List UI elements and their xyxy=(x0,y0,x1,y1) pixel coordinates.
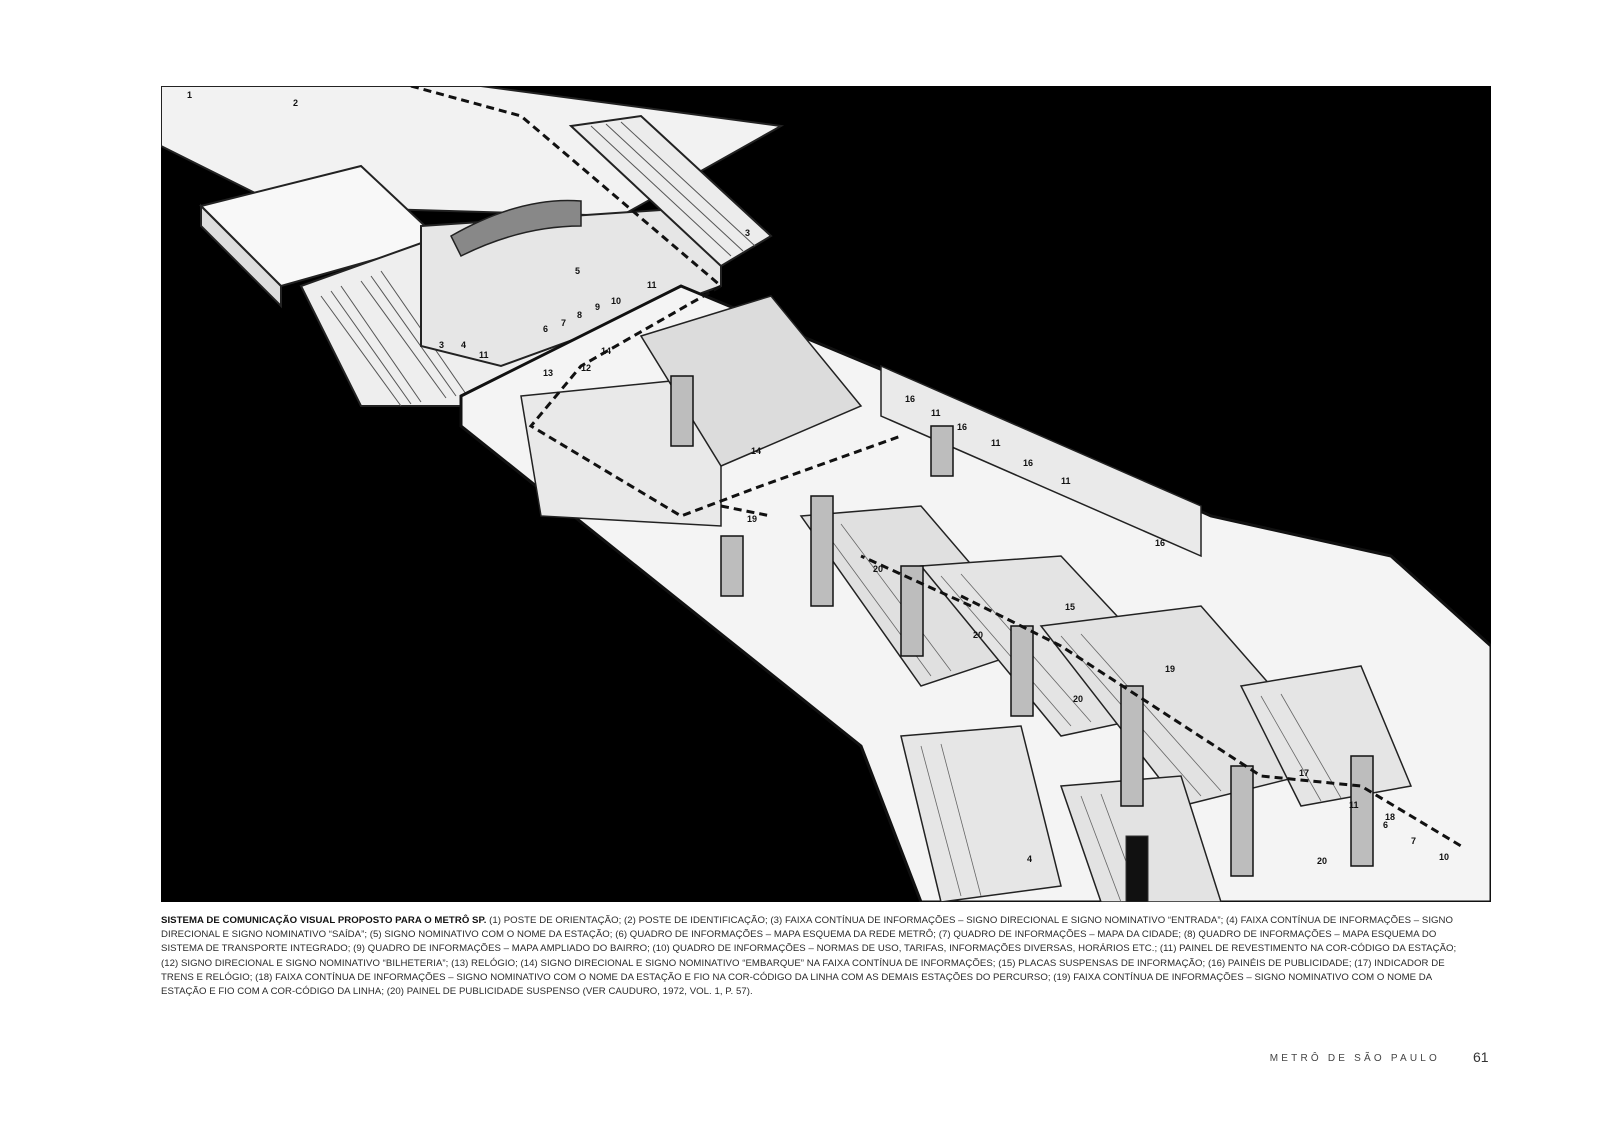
label-16c: 16 xyxy=(1023,458,1033,468)
figure-caption: SISTEMA DE COMUNICAÇÃO VISUAL PROPOSTO P… xyxy=(161,914,1471,999)
label-14a: 14 xyxy=(601,346,611,356)
label-4a: 4 xyxy=(461,340,466,350)
label-20b: 20 xyxy=(973,630,983,640)
running-title: METRÔ DE SÃO PAULO xyxy=(1269,1053,1440,1064)
label-19b: 19 xyxy=(1165,664,1175,674)
label-11e: 11 xyxy=(1061,476,1071,486)
passenger-route xyxy=(410,86,1462,848)
label-3b: 3 xyxy=(439,340,444,350)
label-11f: 11 xyxy=(1349,800,1359,810)
dark-pillar xyxy=(1125,835,1149,902)
label-19a: 19 xyxy=(747,514,757,524)
metro-station-axonometric-figure: 1 2 3 3 4 4 5 6 7 8 9 10 11 11 11 11 11 … xyxy=(161,86,1491,902)
label-4b: 4 xyxy=(1027,854,1032,864)
label-11b: 11 xyxy=(479,350,489,360)
label-10a: 10 xyxy=(611,296,621,306)
label-11d: 11 xyxy=(991,438,1001,448)
label-20d: 20 xyxy=(1317,856,1327,866)
label-1: 1 xyxy=(187,90,192,100)
page-number: 61 xyxy=(1473,1049,1489,1065)
label-16a: 16 xyxy=(905,394,915,404)
label-13: 13 xyxy=(543,368,553,378)
label-11a: 11 xyxy=(647,280,657,290)
canopy-front xyxy=(200,203,282,309)
caption-title: SISTEMA DE COMUNICAÇÃO VISUAL PROPOSTO P… xyxy=(161,915,487,926)
label-7a: 7 xyxy=(561,318,566,328)
label-2: 2 xyxy=(293,98,298,108)
label-3a: 3 xyxy=(745,228,750,238)
label-17: 17 xyxy=(1299,768,1309,778)
label-12: 12 xyxy=(581,363,591,373)
label-8: 8 xyxy=(577,310,582,320)
label-16d: 16 xyxy=(1155,538,1165,548)
station-drawing: 1 2 3 3 4 4 5 6 7 8 9 10 11 11 11 11 11 … xyxy=(161,86,1491,902)
label-5: 5 xyxy=(575,266,580,276)
label-9: 9 xyxy=(595,302,600,312)
label-18: 18 xyxy=(1385,812,1395,822)
arched-roof xyxy=(450,199,582,258)
label-6a: 6 xyxy=(543,324,548,334)
pillars xyxy=(670,375,1374,877)
label-20a: 20 xyxy=(873,564,883,574)
mezzanine-wall-center xyxy=(639,295,863,467)
label-11c: 11 xyxy=(931,408,941,418)
label-10b: 10 xyxy=(1439,852,1449,862)
long-wall-right xyxy=(880,364,1202,558)
label-7b: 7 xyxy=(1411,836,1416,846)
label-15: 15 xyxy=(1065,602,1075,612)
label-20c: 20 xyxy=(1073,694,1083,704)
label-14b: 14 xyxy=(751,446,761,456)
label-16b: 16 xyxy=(957,422,967,432)
diagram-labels: 1 2 3 3 4 4 5 6 7 8 9 10 11 11 11 11 11 … xyxy=(187,90,1449,866)
caption-body: (1) POSTE DE ORIENTAÇÃO; (2) POSTE DE ID… xyxy=(161,915,1457,998)
entrance-escalator-lines xyxy=(320,270,467,407)
label-6b: 6 xyxy=(1383,820,1388,830)
